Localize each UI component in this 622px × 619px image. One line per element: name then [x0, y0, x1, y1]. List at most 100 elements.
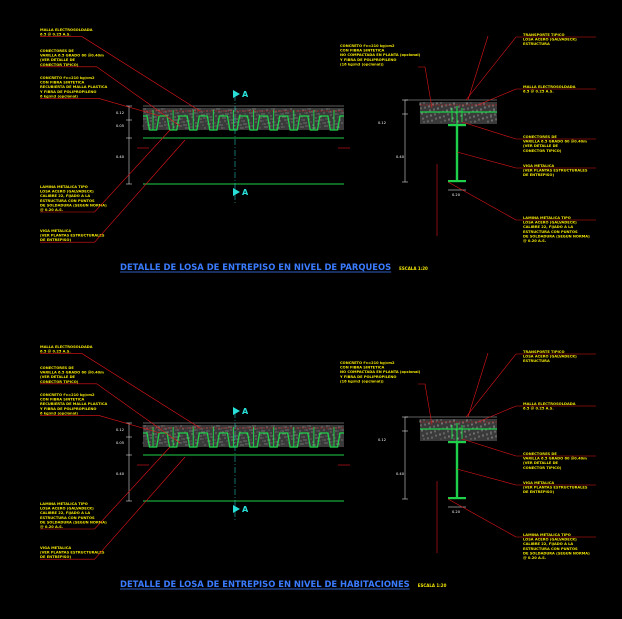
aggregate-dot	[292, 431, 294, 433]
aggregate-dot	[482, 434, 484, 436]
aggregate-dot	[314, 444, 316, 446]
aggregate-dot	[478, 435, 480, 437]
leader-line	[467, 35, 489, 101]
aggregate-dot	[301, 119, 303, 121]
left-label-4-line: LAMINA METALICA TIPO	[40, 185, 88, 189]
left-label-3-line: RECUBIERTA DE MALLA PLASTICA	[40, 402, 107, 406]
aggregate-dot	[247, 443, 249, 445]
aggregate-dot	[437, 425, 439, 427]
aggregate-dot	[468, 113, 470, 115]
aggregate-dot	[240, 127, 242, 129]
leader-line	[461, 438, 596, 457]
aggregate-dot	[312, 444, 314, 446]
aggregate-dot	[164, 438, 166, 440]
aggregate-dot	[177, 115, 179, 117]
aggregate-dot	[266, 126, 268, 128]
aggregate-dot	[494, 113, 496, 115]
aggregate-dot	[486, 433, 488, 435]
aggregate-dot	[444, 437, 446, 439]
aggregate-dot	[421, 113, 423, 115]
right-label-5-line: DE SOLDADURA (SEGUN NORMA)	[523, 551, 590, 555]
aggregate-dot	[424, 424, 426, 426]
aggregate-dot	[486, 116, 488, 118]
aggregate-dot	[250, 122, 252, 124]
aggregate-dot	[235, 108, 237, 110]
aggregate-dot	[322, 439, 324, 441]
aggregate-dot	[181, 435, 183, 437]
left-label-2-line: VARILLA 6.5 GRADO 60 @0.40m	[40, 54, 104, 58]
aggregate-dot	[210, 436, 212, 438]
aggregate-dot	[320, 119, 322, 121]
dim-text: 0.05	[116, 441, 124, 445]
aggregate-dot	[449, 420, 451, 422]
aggregate-dot	[342, 112, 344, 114]
aggregate-dot	[494, 114, 496, 116]
aggregate-dot	[320, 436, 322, 438]
aggregate-dot	[294, 117, 296, 119]
aggregate-dot	[308, 115, 310, 117]
aggregate-dot	[467, 424, 469, 426]
aggregate-dot	[474, 121, 476, 123]
aggregate-dot	[229, 436, 231, 438]
aggregate-dot	[176, 439, 178, 441]
aggregate-dot	[226, 123, 228, 125]
aggregate-dot	[180, 125, 182, 127]
aggregate-dot	[292, 111, 294, 113]
aggregate-dot	[256, 431, 258, 433]
leader-line	[40, 415, 161, 434]
aggregate-dot	[489, 427, 491, 429]
aggregate-dot	[155, 119, 157, 121]
aggregate-dot	[191, 116, 193, 118]
aggregate-dot	[292, 428, 294, 430]
aggregate-dot	[231, 122, 233, 124]
left-label-3-line: Y FIBRA DE POLIPROPILENO	[39, 90, 96, 94]
aggregate-dot	[463, 425, 465, 427]
aggregate-dot	[189, 113, 191, 115]
aggregate-dot	[235, 425, 237, 427]
aggregate-dot	[309, 425, 311, 427]
aggregate-dot	[319, 440, 321, 442]
aggregate-dot	[326, 125, 328, 127]
aggregate-dot	[196, 115, 198, 117]
aggregate-dot	[205, 434, 207, 436]
aggregate-dot	[450, 424, 452, 426]
aggregate-dot	[472, 110, 474, 112]
aggregate-dot	[419, 420, 421, 422]
aggregate-dot	[296, 437, 298, 439]
aggregate-dot	[148, 117, 150, 119]
aggregate-dot	[264, 126, 266, 128]
left-label-1-line: 6.5 @ 0.25 A.S.	[40, 33, 71, 37]
aggregate-dot	[312, 124, 314, 126]
aggregate-dot	[467, 425, 469, 427]
aggregate-dot	[204, 127, 206, 129]
leader-line	[40, 98, 161, 117]
aggregate-dot	[458, 106, 460, 108]
aggregate-dot	[191, 433, 193, 435]
aggregate-dot	[337, 113, 339, 115]
aggregate-dot	[460, 114, 462, 116]
aggregate-dot	[289, 435, 291, 437]
aggregate-dot	[240, 124, 242, 126]
aggregate-dot	[490, 116, 492, 118]
aggregate-dot	[169, 434, 171, 436]
aggregate-dot	[460, 431, 462, 433]
right-label-1-line: TRANSPORTE TIPICO	[523, 33, 565, 37]
aggregate-dot	[191, 430, 193, 432]
aggregate-dot	[315, 437, 317, 439]
aggregate-dot	[169, 120, 171, 122]
aggregate-dot	[463, 426, 465, 428]
aggregate-dot	[324, 442, 326, 444]
aggregate-dot	[307, 125, 309, 127]
aggregate-dot	[170, 113, 172, 115]
aggregate-dot	[244, 113, 246, 115]
aggregate-dot	[155, 116, 157, 118]
aggregate-dot	[464, 113, 466, 115]
aggregate-dot	[284, 436, 286, 438]
aggregate-dot	[464, 114, 466, 116]
aggregate-dot	[262, 440, 264, 442]
aggregate-dot	[274, 121, 276, 123]
aggregate-dot	[487, 120, 489, 122]
aggregate-dot	[166, 124, 168, 126]
